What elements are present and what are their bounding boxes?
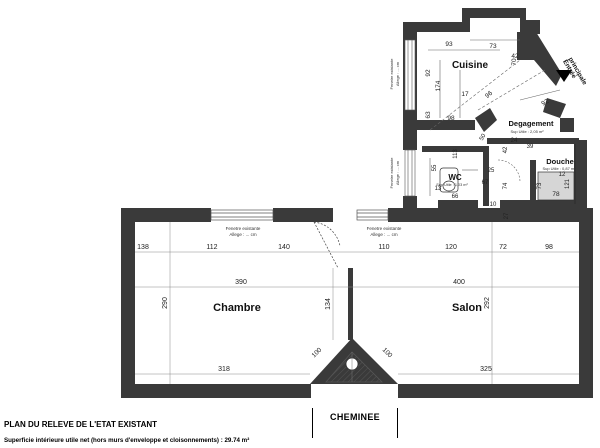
annotation-windows: Fenetre existante Allege : ... cm Fenetr… [226, 58, 402, 237]
dim-wc-0: 24 [511, 138, 518, 144]
dim-cuisine-2: 42 [511, 53, 519, 60]
fenetre-salon-allege: Allege : ... cm [370, 232, 398, 237]
main-walls [121, 208, 593, 398]
dim-wc-11: 42 [503, 146, 509, 153]
dim-cuisine-6: 17 [461, 91, 469, 98]
room-label-degagement: Degagement [508, 119, 554, 128]
wc-fixture [439, 167, 459, 193]
fenetre-cuisine-label: Fenetre existante [389, 58, 394, 90]
dimension-cuisine: 93 73 42 92 174 63 17 98 96 70 92 [425, 41, 550, 122]
room-label-douche: Douche [546, 157, 574, 166]
dim-wc-7: 74 [503, 182, 509, 189]
fenetre-chambre-label: Fenetre existante [226, 226, 261, 231]
dimension-lines [135, 222, 579, 384]
dimension-overall: 390 400 [235, 279, 465, 286]
dim-wc-14: 121 [565, 178, 571, 189]
fenetre-wc-allege: Allege : ... cm [395, 160, 400, 185]
dim-wc-5: 66 [452, 194, 459, 200]
dim-wc-15: 73 [537, 182, 543, 189]
upper-walls [403, 8, 587, 210]
dim-bottom-0: 318 [218, 366, 230, 373]
fenetre-cuisine-allege: Allege : ... cm [395, 61, 400, 86]
room-label-salon: Salon [452, 302, 482, 314]
dim-wc-10: 10 [490, 202, 497, 208]
dim-top-3: 110 [378, 244, 389, 251]
fenetre-chambre-allege: Allege : ... cm [229, 232, 257, 237]
window-chambre [210, 209, 274, 221]
dim-wc-4: 13 [435, 186, 442, 192]
entrance-arrow-icon [556, 70, 572, 82]
dim-height-2: 292 [484, 297, 491, 309]
cheminee-caption: CHEMINEE [330, 412, 380, 422]
dimension-wc-area: 24 39 113 55 13 66 67 74 25 27 10 42 50 … [432, 133, 571, 220]
dim-wc-12: 50 [479, 133, 488, 142]
dim-top-6: 98 [545, 244, 553, 251]
dimension-bottom: 318 325 [218, 366, 492, 373]
window-salon [356, 209, 389, 221]
dim-cuisine-3: 92 [425, 69, 432, 77]
dim-cuisine-1: 73 [489, 43, 497, 50]
dim-cuisine-7: 98 [447, 115, 455, 122]
room-label-chambre: Chambre [213, 302, 261, 314]
dim-cuisine-0: 93 [445, 41, 453, 48]
dim-wc-2: 113 [453, 149, 459, 159]
dim-top-0: 138 [137, 244, 149, 251]
dim-top-2: 140 [278, 244, 290, 251]
fenetre-wc-label: Fenetre existante [389, 157, 394, 189]
room-area-degagement: Sup Utile : 2,05 m² [510, 129, 544, 134]
dim-wc-8: 25 [488, 168, 495, 174]
dim-top-1: 112 [206, 244, 217, 251]
dim-wc-13: 78 [552, 191, 560, 198]
cheminee-fireplace [310, 338, 398, 384]
room-area-wc: Sup Utile : 1,03 m² [436, 183, 468, 187]
dim-top-4: 120 [445, 244, 457, 251]
dim-wc-3: 55 [432, 164, 438, 171]
dim-overall-0: 390 [235, 279, 247, 286]
dimension-top-row: 138 112 140 110 120 72 98 [137, 244, 553, 251]
dimension-heights: 290 134 292 [162, 297, 491, 310]
dim-cuisine-4: 174 [435, 80, 442, 91]
surface-summary: Superficie intérieure utile net (hors mu… [4, 437, 250, 444]
plan-title: PLAN DU RELEVE DE L'ETAT EXISTANT [4, 420, 158, 429]
dim-bottom-1: 325 [480, 366, 492, 373]
cheminee-caption-box: CHEMINEE [312, 408, 398, 438]
shower-tray [537, 144, 576, 204]
dim-height-0: 290 [162, 297, 169, 309]
dim-wc-6: 67 [482, 180, 489, 186]
dim-overall-1: 400 [453, 279, 465, 286]
dim-cuisine-8: 96 [484, 90, 494, 100]
room-label-cuisine: Cuisine [452, 60, 489, 71]
door-chambre [313, 221, 341, 269]
dim-cheminee-left: 100 [311, 346, 324, 359]
upper-details [428, 39, 561, 196]
dim-cuisine-5: 63 [425, 111, 432, 119]
window-cuisine [404, 39, 416, 111]
dim-wc-16: 12 [559, 172, 566, 178]
dim-cheminee-right: 100 [381, 347, 394, 360]
dim-height-1: 134 [325, 298, 332, 310]
dim-cuisine-9: 70 [511, 58, 518, 66]
room-labels: Cuisine Degagement Sup Utile : 2,05 m² D… [213, 60, 576, 314]
dim-cuisine-10: 92 [540, 98, 550, 108]
dim-wc-1: 39 [527, 144, 534, 150]
dim-top-5: 72 [499, 244, 507, 251]
room-label-wc: WC [448, 173, 462, 182]
window-wc [404, 149, 416, 197]
fenetre-salon-label: Fenetre existante [367, 226, 402, 231]
room-area-douche: Sup Utile : 0,87 m² [542, 166, 576, 171]
dim-wc-9: 27 [504, 212, 510, 219]
